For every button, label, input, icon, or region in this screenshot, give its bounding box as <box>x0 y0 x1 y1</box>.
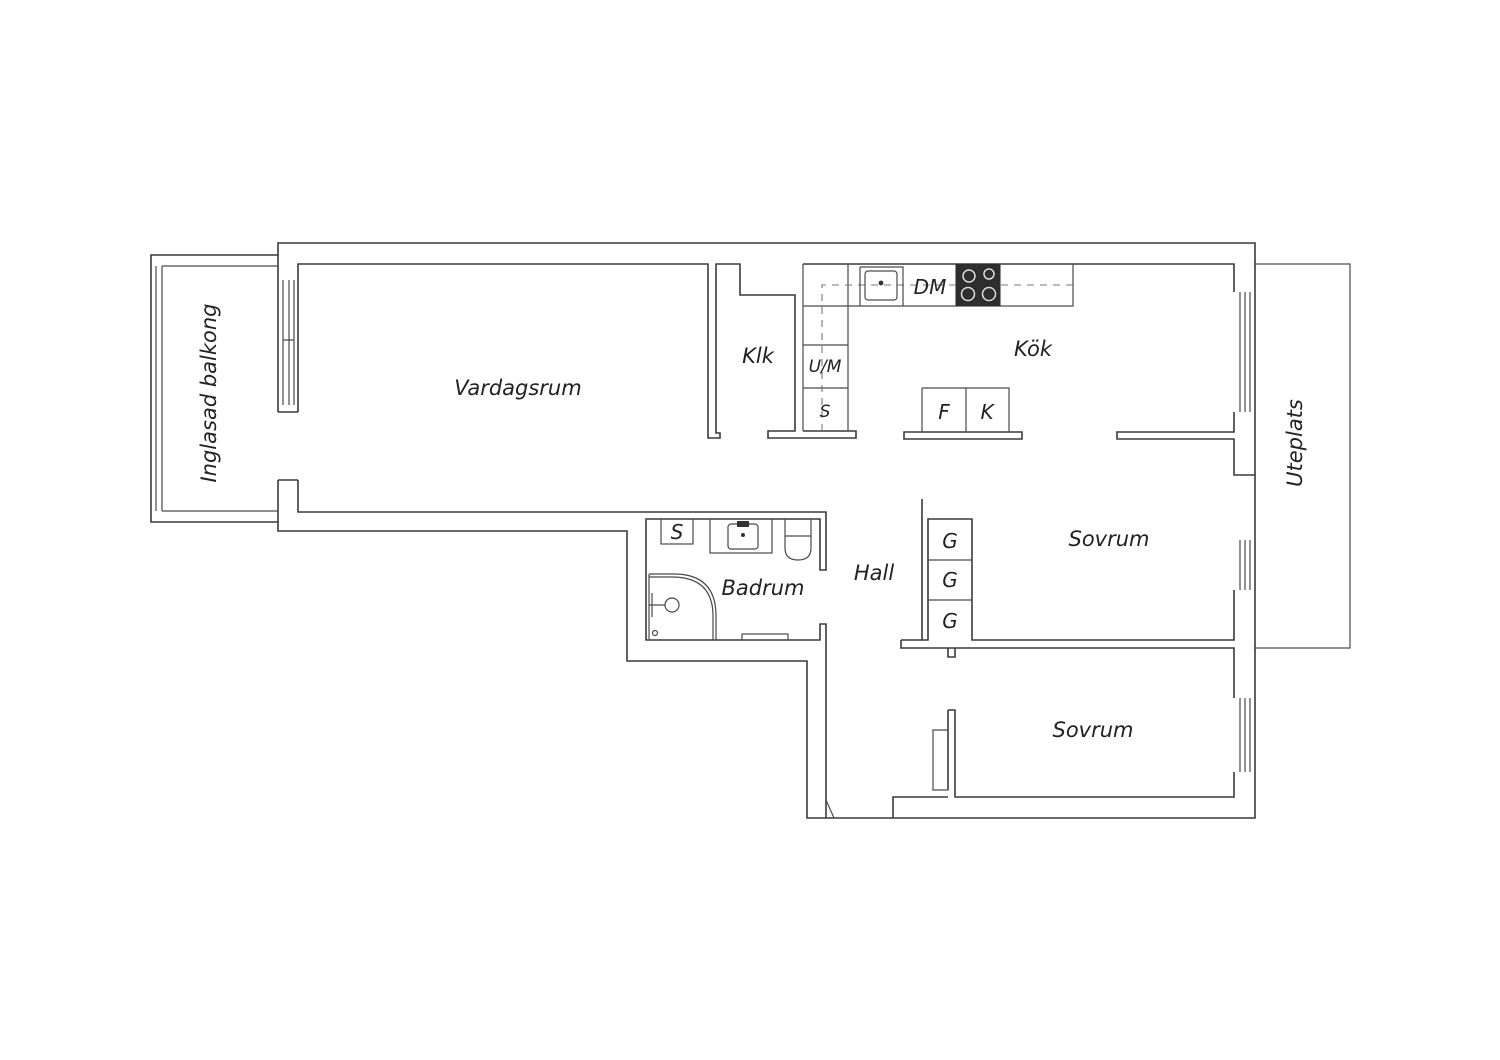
wardrobe-label: G <box>942 529 958 553</box>
room-label-bath: Badrum <box>721 576 804 600</box>
washbasin-icon <box>727 521 759 550</box>
shower-icon <box>648 573 717 640</box>
bath-cabinet-label: S <box>671 520 684 544</box>
bathroom-fixtures <box>648 518 812 641</box>
sink-icon <box>859 266 904 306</box>
dishwasher-label: DM <box>914 275 947 299</box>
patio-outline <box>1255 263 1351 649</box>
kitchen-fixtures <box>802 264 1074 432</box>
inner-walls <box>162 255 1255 819</box>
wardrobes <box>928 559 972 601</box>
room-label-patio: Uteplats <box>1283 399 1307 487</box>
wardrobe-label: G <box>942 609 958 633</box>
toilet-icon <box>784 518 812 561</box>
wardrobe-label: G <box>942 568 958 592</box>
windows <box>150 266 1251 772</box>
fridge-label: F <box>938 400 950 424</box>
room-label-hall: Hall <box>854 561 894 585</box>
room-label-closet: Klk <box>742 344 775 368</box>
cooktop-icon <box>956 264 1000 306</box>
fixture-labels: DM U/M S F K S G G G <box>671 275 996 633</box>
room-label-kitchen: Kök <box>1014 337 1053 361</box>
room-labels: Inglasad balkong Vardagsrum Klk Kök Badr… <box>197 303 1307 742</box>
outer-walls <box>150 242 1256 819</box>
kitchen-cabinet-label: S <box>820 402 831 422</box>
room-label-living: Vardagsrum <box>454 376 581 400</box>
room-label-bedroom-2: Sovrum <box>1052 718 1133 742</box>
freezer-label: K <box>980 400 995 424</box>
microwave-label: U/M <box>809 357 842 377</box>
room-label-balcony: Inglasad balkong <box>197 303 221 482</box>
room-label-bedroom-1: Sovrum <box>1068 527 1149 551</box>
